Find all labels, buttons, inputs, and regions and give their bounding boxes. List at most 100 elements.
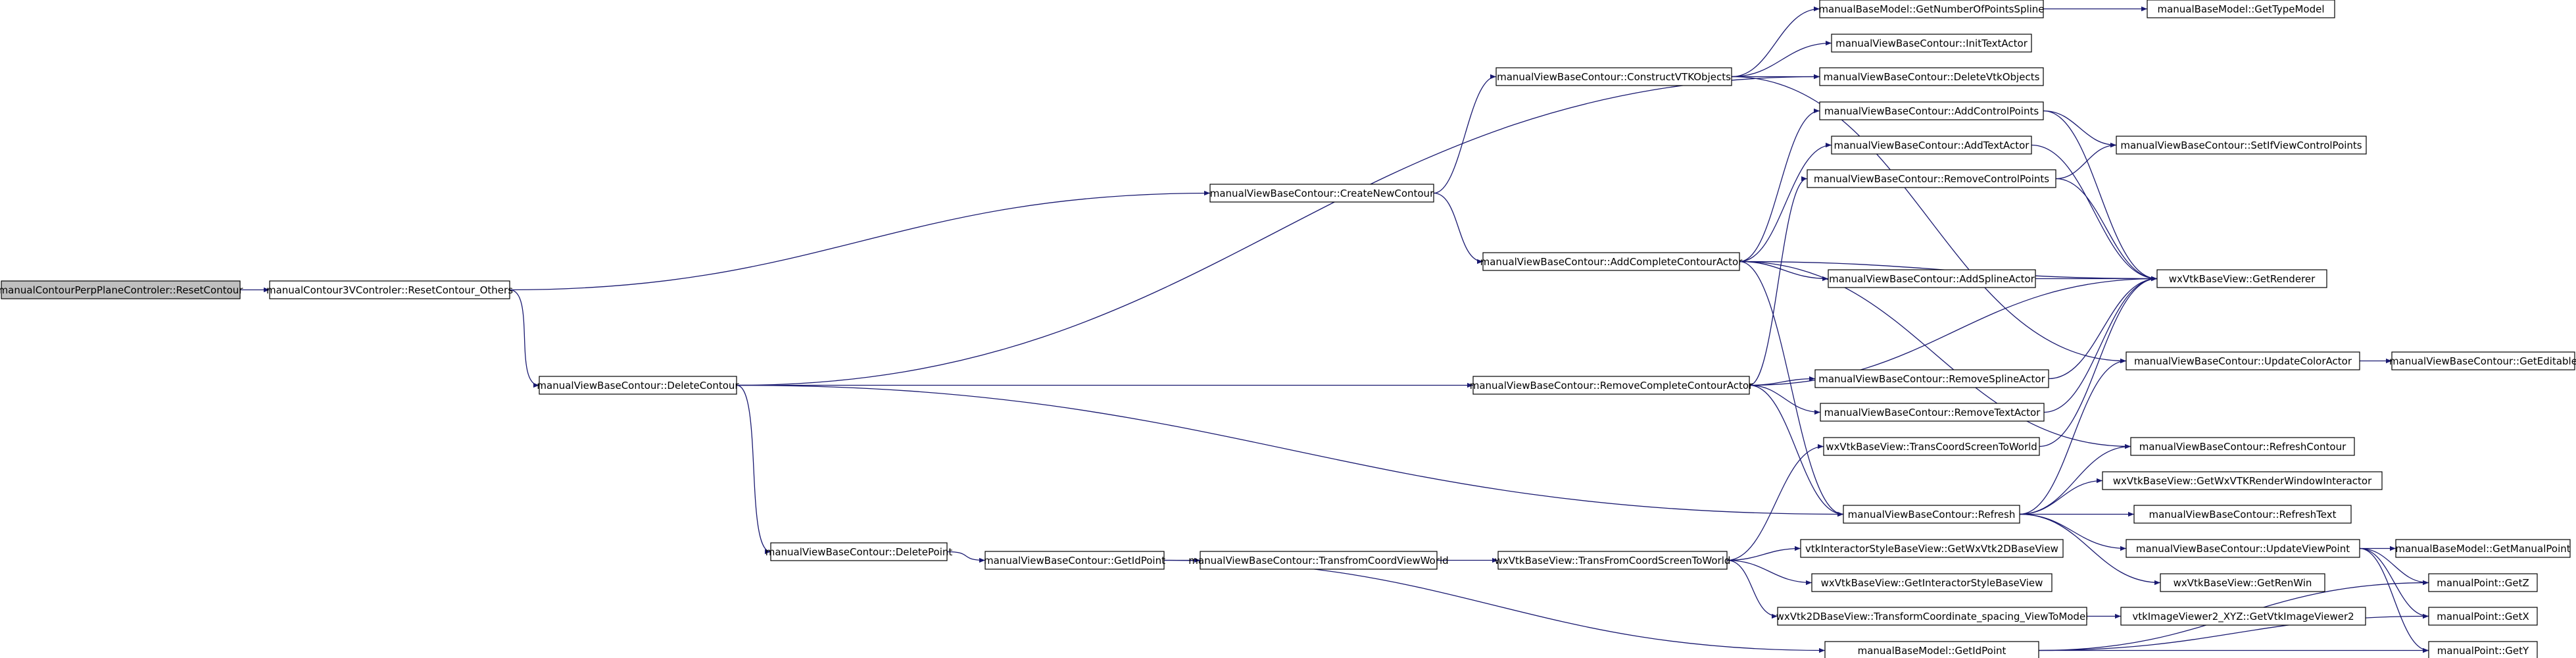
- node-label: manualBaseModel::GetNumberOfPointsSpline: [1818, 3, 2044, 15]
- node-manualbasemodel-getmanualpoint[interactable]: manualBaseModel::GetManualPoint: [2395, 539, 2571, 558]
- node-label: manualPoint::GetY: [2437, 645, 2529, 657]
- node-manualviewbasecontour-refreshtext[interactable]: manualViewBaseContour::RefreshText: [2133, 505, 2352, 524]
- node-wxvtkbaseview-getinteractorstylebaseview[interactable]: wxVtkBaseView::GetInteractorStyleBaseVie…: [1811, 573, 2053, 592]
- node-box: [1831, 136, 2032, 155]
- node-manualviewbasecontour-removesplineactor[interactable]: manualViewBaseContour::RemoveSplineActor: [1814, 369, 2049, 388]
- node-manualviewbasecontour-addsplineactor[interactable]: manualViewBaseContour::AddSplineActor: [1828, 269, 2036, 288]
- edge-manualviewbasecontour-deletecontour-to-manualviewbasecontour-refresh: [736, 384, 1844, 517]
- node-label: manualViewBaseContour::DeletePoint: [766, 546, 953, 558]
- node-label: wxVtkBaseView::GetRenderer: [2169, 273, 2316, 285]
- node-manualcontourperpplanecontroler-resetcontour[interactable]: manualContourPerpPlaneControler::ResetCo…: [0, 280, 243, 299]
- edge-manualviewbasecontour-addtextactor-to-wxvtkbaseview-getrenderer: [2031, 144, 2158, 282]
- node-manualviewbasecontour-refreshcontour[interactable]: manualViewBaseContour::RefreshContour: [2130, 437, 2355, 456]
- node-manualviewbasecontour-addtextactor[interactable]: manualViewBaseContour::AddTextActor: [1831, 136, 2032, 155]
- node-box: [2126, 539, 2360, 558]
- node-manualviewbasecontour-updatecoloractor[interactable]: manualViewBaseContour::UpdateColorActor: [2126, 351, 2360, 370]
- node-label: manualBaseModel::GetIdPoint: [1858, 645, 2006, 657]
- edge-manualviewbasecontour-constructvtkobjects-to-manualviewbasecontour-inittextactor: [1731, 40, 1832, 78]
- node-manualpoint-gety[interactable]: manualPoint::GetY: [2428, 641, 2538, 658]
- node-label: manualViewBaseContour::RemoveSplineActor: [1818, 373, 2045, 385]
- node-box: [269, 280, 510, 299]
- node-label: manualViewBaseContour::Refresh: [1848, 509, 2016, 520]
- edge-manualviewbasecontour-addcompletecontouractor-to-manualviewbasecontour-addcontrolpoints: [1739, 108, 1820, 263]
- edge-manualviewbasecontour-removecompletecontouractor-to-manualviewbasecontour-removetextactor: [1749, 384, 1821, 415]
- node-manualviewbasecontour-getidpoint[interactable]: manualViewBaseContour::GetIdPoint: [984, 551, 1165, 570]
- node-box: [1482, 252, 1740, 271]
- edge-manualviewbasecontour-addcontrolpoints-to-wxvtkbaseview-getrenderer: [2043, 110, 2158, 282]
- node-label: wxVtkBaseView::GetRenWin: [2174, 577, 2312, 589]
- node-manualviewbasecontour-removecompletecontouractor[interactable]: manualViewBaseContour::RemoveCompleteCon…: [1470, 376, 1753, 395]
- node-box: [2120, 607, 2366, 626]
- node-manualviewbasecontour-removecontrolpoints[interactable]: manualViewBaseContour::RemoveControlPoin…: [1807, 169, 2056, 188]
- node-manualviewbasecontour-refresh[interactable]: manualViewBaseContour::Refresh: [1843, 505, 2020, 524]
- node-manualcontour3vcontroler-resetcontour-others[interactable]: manualContour3VControler::ResetContour_O…: [266, 280, 513, 299]
- edge-manualviewbasecontour-deletepoint-to-manualviewbasecontour-getidpoint: [946, 551, 986, 563]
- node-manualviewbasecontour-deletevtkobjects[interactable]: manualViewBaseContour::DeleteVtkObjects: [1819, 67, 2044, 86]
- edge-manualviewbasecontour-removetextactor-to-wxvtkbaseview-getrenderer: [2043, 276, 2158, 413]
- edge-manualviewbasecontour-createnewcontour-to-manualviewbasecontour-constructvtkobjects: [1433, 74, 1497, 194]
- edge-manualviewbasecontour-refresh-to-wxvtkbaseview-getwxvtkrenderwindowinteractor: [2019, 478, 2103, 515]
- node-label: manualContour3VControler::ResetContour_O…: [266, 284, 513, 297]
- node-label: manualPoint::GetZ: [2437, 577, 2529, 589]
- node-manualviewbasecontour-createnewcontour[interactable]: manualViewBaseContour::CreateNewContour: [1209, 184, 1434, 203]
- node-label: manualViewBaseContour::RemoveControlPoin…: [1814, 173, 2049, 185]
- node-box: [1819, 101, 2044, 120]
- node-wxvtk2dbaseview-transformcoordinate-spacing-viewtomodel[interactable]: wxVtk2DBaseView::TransformCoordinate_spa…: [1776, 607, 2089, 626]
- node-manualbasemodel-gettypemodel[interactable]: manualBaseModel::GetTypeModel: [2147, 0, 2335, 18]
- node-manualviewbasecontour-addcontrolpoints[interactable]: manualViewBaseContour::AddControlPoints: [1819, 101, 2044, 120]
- node-manualviewbasecontour-constructvtkobjects[interactable]: manualViewBaseContour::ConstructVTKObjec…: [1495, 67, 1732, 86]
- node-manualviewbasecontour-inittextactor[interactable]: manualViewBaseContour::InitTextActor: [1831, 34, 2032, 53]
- edge-manualviewbasecontour-addcompletecontouractor-to-manualviewbasecontour-addsplineactor: [1739, 261, 1829, 282]
- node-wxvtkbaseview-transcoordscreentoworld[interactable]: wxVtkBaseView::TransCoordScreenToWorld: [1823, 437, 2040, 456]
- node-label: manualViewBaseContour::UpdateColorActor: [2134, 355, 2352, 367]
- node-box: [2395, 539, 2571, 558]
- node-manualviewbasecontour-transfromcoordviewworld[interactable]: manualViewBaseContour::TransfromCoordVie…: [1188, 551, 1449, 570]
- node-vtkimageviewer2-xyz-getvtkimageviewer2[interactable]: vtkImageViewer2_XYZ::GetVtkImageViewer2: [2120, 607, 2366, 626]
- node-label: manualViewBaseContour::SetIfViewControlP…: [2120, 139, 2362, 151]
- node-manualviewbasecontour-setifviewcontrolpoints[interactable]: manualViewBaseContour::SetIfViewControlP…: [2116, 136, 2367, 155]
- node-box: [984, 551, 1165, 570]
- node-manualviewbasecontour-geteditable[interactable]: manualViewBaseContour::GetEditable: [2389, 351, 2576, 370]
- node-wxvtkbaseview-getrenderer[interactable]: wxVtkBaseView::GetRenderer: [2156, 269, 2327, 288]
- edge-manualviewbasecontour-deletecontour-to-manualviewbasecontour-deletepoint: [736, 384, 771, 555]
- edge-wxvtkbaseview-transfromcoordscreentoworld-to-vtkinteractorstylebaseview-getwxvtk2dbaseview: [1726, 545, 1801, 561]
- node-wxvtkbaseview-getwxvtkrenderwindowinteractor[interactable]: wxVtkBaseView::GetWxVTKRenderWindowInter…: [2102, 471, 2383, 490]
- node-manualviewbasecontour-addcompletecontouractor[interactable]: manualViewBaseContour::AddCompleteContou…: [1480, 252, 1743, 271]
- edge-manualcontour3vcontroler-resetcontour-others-to-manualviewbasecontour-createnewcontour: [509, 190, 1211, 291]
- node-box: [2428, 607, 2538, 626]
- edge-manualviewbasecontour-refresh-to-manualviewbasecontour-updatecoloractor: [2019, 358, 2127, 515]
- edge-manualviewbasecontour-removecompletecontouractor-to-manualviewbasecontour-removecontrolpoints: [1749, 176, 1808, 386]
- node-label: manualViewBaseContour::RemoveTextActor: [1824, 407, 2041, 418]
- node-box: [1824, 641, 2039, 658]
- node-vtkinteractorstylebaseview-getwxvtk2dbaseview[interactable]: vtkInteractorStyleBaseView::GetWxVtk2DBa…: [1800, 539, 2064, 558]
- node-box: [2156, 269, 2327, 288]
- node-box: [2160, 573, 2325, 592]
- node-box: [1497, 551, 1728, 570]
- node-box: [2102, 471, 2383, 490]
- node-label: wxVtkBaseView::TransFromCoordScreenToWor…: [1495, 555, 1731, 567]
- node-manualbasemodel-getnumberofpointsspline[interactable]: manualBaseModel::GetNumberOfPointsSpline: [1818, 0, 2045, 18]
- node-manualbasemodel-getidpoint[interactable]: manualBaseModel::GetIdPoint: [1824, 641, 2039, 658]
- node-label: wxVtk2DBaseView::TransformCoordinate_spa…: [1776, 611, 2089, 623]
- node-label: manualViewBaseContour::DeleteVtkObjects: [1824, 71, 2040, 83]
- node-manualviewbasecontour-deletecontour[interactable]: manualViewBaseContour::DeleteContour: [537, 376, 739, 395]
- edge-manualviewbasecontour-addcompletecontouractor-to-manualviewbasecontour-addtextactor: [1739, 142, 1832, 263]
- edge-manualviewbasecontour-removecontrolpoints-to-wxvtkbaseview-getrenderer: [2055, 178, 2158, 282]
- node-label: manualViewBaseContour::DeleteContour: [537, 380, 739, 392]
- node-wxvtkbaseview-getrenwin[interactable]: wxVtkBaseView::GetRenWin: [2160, 573, 2325, 592]
- node-manualpoint-getx[interactable]: manualPoint::GetX: [2428, 607, 2538, 626]
- edge-manualviewbasecontour-removecontrolpoints-to-manualviewbasecontour-setifviewcontrolpoints: [2055, 142, 2117, 180]
- node-label: manualViewBaseContour::RefreshContour: [2139, 441, 2346, 453]
- edge-manualviewbasecontour-addcompletecontouractor-to-manualviewbasecontour-refresh: [1739, 261, 1844, 517]
- edge-manualviewbasecontour-createnewcontour-to-manualviewbasecontour-addcompletecontouractor: [1433, 192, 1484, 265]
- node-box: [2126, 351, 2360, 370]
- node-label: manualViewBaseContour::AddTextActor: [1834, 139, 2030, 151]
- node-box: [1814, 369, 2049, 388]
- edge-wxvtkbaseview-transcoordscreentoworld-to-wxvtkbaseview-getrenderer: [2039, 276, 2158, 447]
- node-label: manualBaseModel::GetManualPoint: [2395, 543, 2570, 555]
- node-manualviewbasecontour-deletepoint[interactable]: manualViewBaseContour::DeletePoint: [766, 542, 953, 561]
- node-wxvtkbaseview-transfromcoordscreentoworld[interactable]: wxVtkBaseView::TransFromCoordScreenToWor…: [1495, 551, 1731, 570]
- node-manualpoint-getz[interactable]: manualPoint::GetZ: [2428, 573, 2538, 592]
- node-manualviewbasecontour-updateviewpoint[interactable]: manualViewBaseContour::UpdateViewPoint: [2126, 539, 2360, 558]
- node-manualviewbasecontour-removetextactor[interactable]: manualViewBaseContour::RemoveTextActor: [1820, 403, 2045, 422]
